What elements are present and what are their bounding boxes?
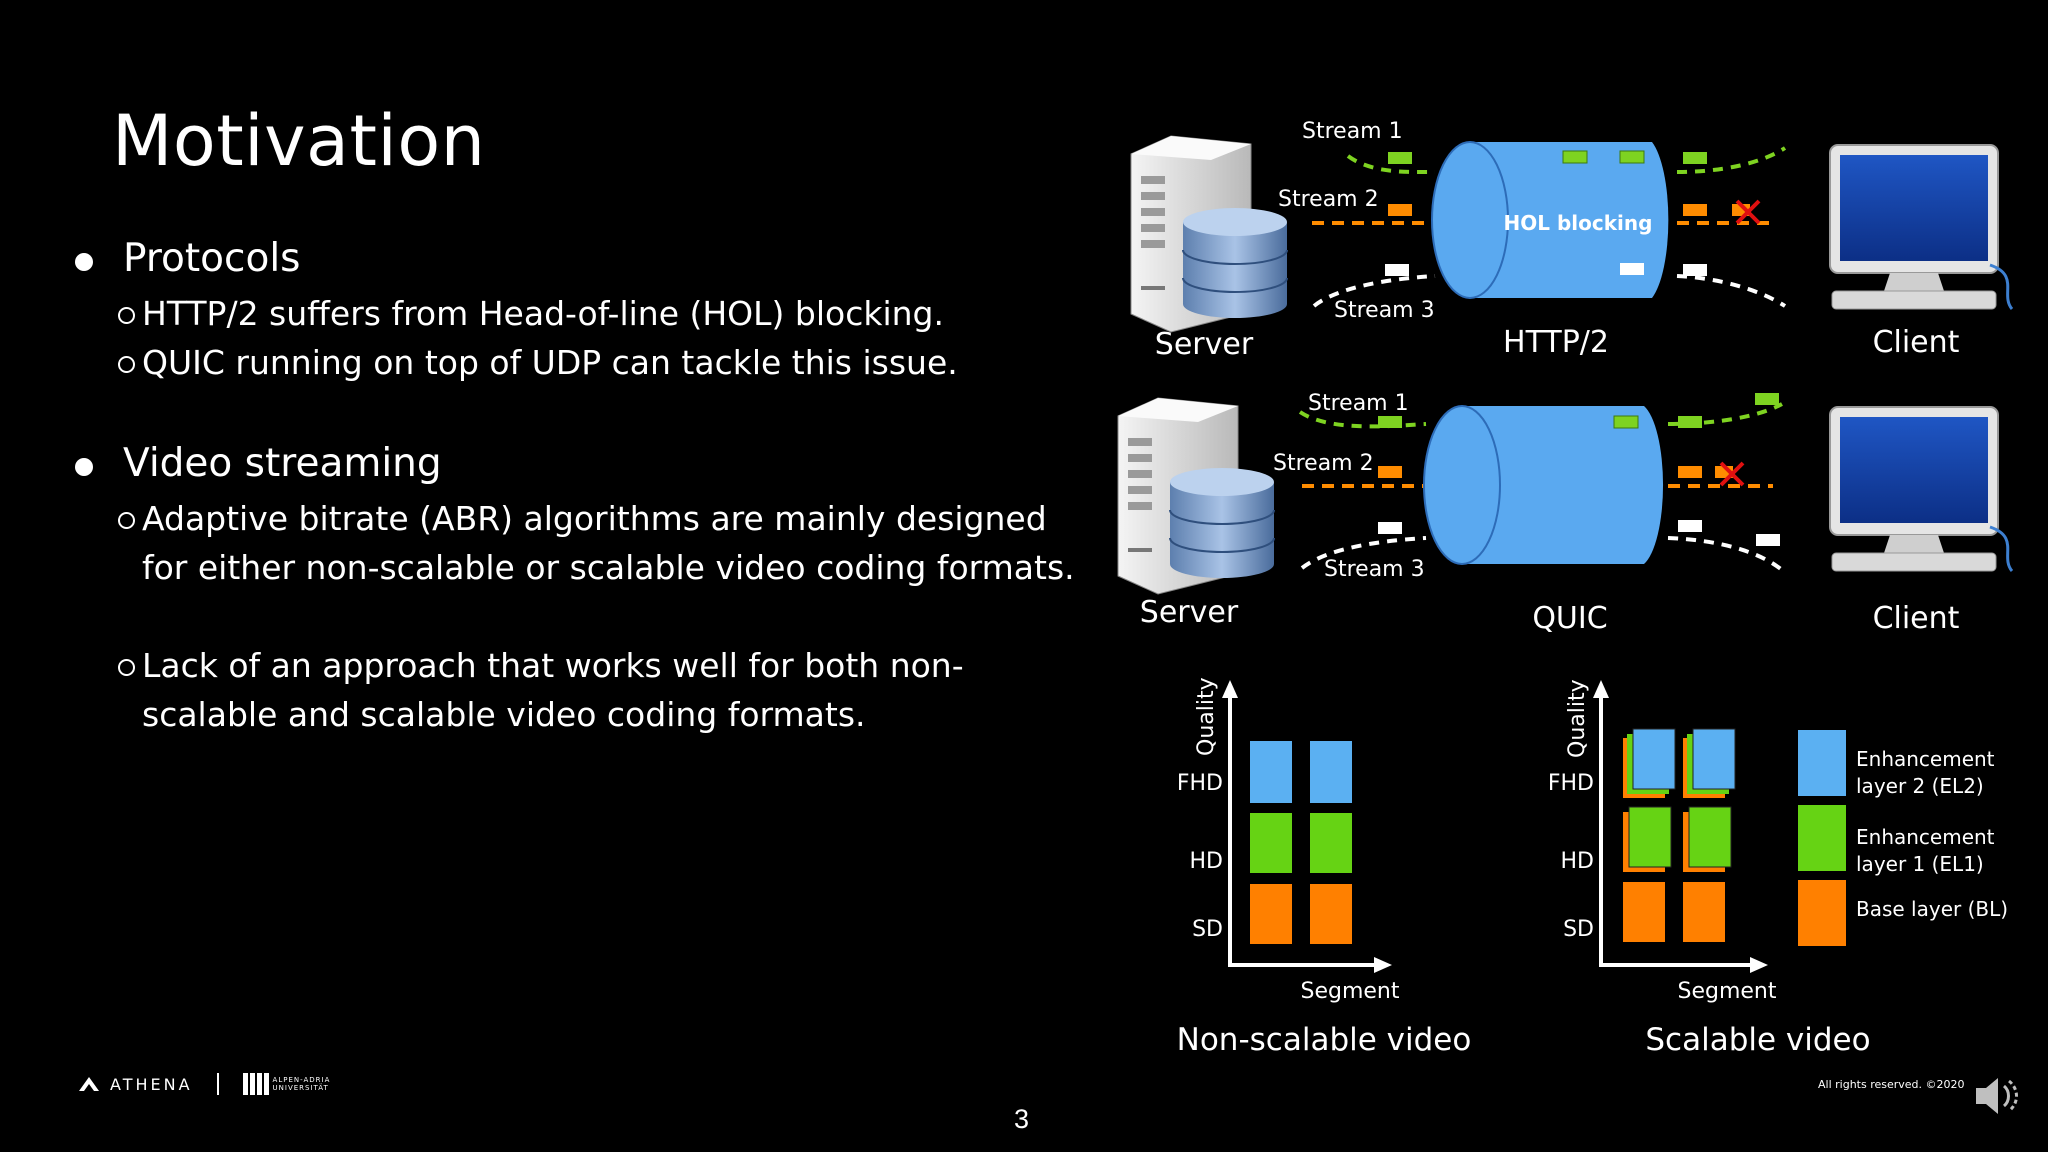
- legend-el1-line1: Enhancement: [1856, 825, 1995, 849]
- legend-swatch-bl: [1798, 880, 1846, 946]
- client-label: Client: [1873, 601, 1960, 636]
- footer-brand: ATHENA ALPEN-ADRIA UNIVERSITÄT: [78, 1073, 333, 1095]
- sub-bullet-text: Lack of an approach that works well for …: [142, 646, 964, 734]
- level-label-hd: HD: [1561, 849, 1594, 874]
- chart-caption-nonscalable: Non-scalable video: [1177, 1022, 1472, 1058]
- sub-bullet-circle: [118, 307, 135, 324]
- university-logo: ALPEN-ADRIA UNIVERSITÄT: [242, 1073, 333, 1095]
- protocol-label-http2: HTTP/2: [1503, 325, 1609, 360]
- monitor-icon: [1828, 405, 2014, 573]
- sub-bullet: Adaptive bitrate (ABR) algorithms are ma…: [118, 494, 1088, 592]
- stream-1-label: Stream 1: [1308, 391, 1409, 416]
- sub-bullet-text: HTTP/2 suffers from Head-of-line (HOL) b…: [142, 294, 944, 333]
- sub-bullet-circle: [118, 356, 135, 373]
- x-axis-label: Segment: [1301, 979, 1400, 1004]
- bullet-label: Protocols: [123, 236, 301, 281]
- legend-el1-line2: layer 1 (EL1): [1856, 852, 1984, 876]
- scalable-chart: Quality FHD HD SD Segment Scalable video: [1548, 679, 2008, 1058]
- bullet-dot: [75, 458, 93, 476]
- y-axis-label: Quality: [1565, 679, 1590, 758]
- monitor-icon: [1828, 143, 2014, 311]
- quic-row: Server Stream 1 Stream 2 Stream 3 QUI: [1117, 391, 2014, 636]
- level-label-hd: HD: [1190, 849, 1223, 874]
- sub-bullet: Lack of an approach that works well for …: [118, 641, 1088, 739]
- sub-bullet-circle: [118, 659, 135, 676]
- client-label: Client: [1873, 325, 1960, 360]
- stream-2-label: Stream 2: [1273, 451, 1374, 476]
- university-name: ALPEN-ADRIA UNIVERSITÄT: [272, 1076, 331, 1092]
- level-label-fhd: FHD: [1177, 771, 1223, 796]
- hol-blocking-label: HOL blocking: [1504, 211, 1653, 235]
- scalable-legend: Enhancement layer 2 (EL2) Enhancement la…: [1798, 730, 2008, 946]
- sub-bullet-text: Adaptive bitrate (ABR) algorithms are ma…: [142, 499, 1075, 587]
- sub-bullet: QUIC running on top of UDP can tackle th…: [118, 338, 1088, 387]
- nonscalable-chart: Quality FHD HD SD Segment Non-scalable v…: [1177, 677, 1472, 1058]
- http2-row: Server HOL blocking Stream 1 S: [1130, 119, 2014, 362]
- sub-bullet: HTTP/2 suffers from Head-of-line (HOL) b…: [118, 289, 1088, 338]
- level-label-sd: SD: [1192, 917, 1223, 942]
- legend-el2-line1: Enhancement: [1856, 747, 1995, 771]
- stream-3-label: Stream 3: [1334, 298, 1435, 323]
- x-axis-label: Segment: [1678, 979, 1777, 1004]
- legend-el2-line2: layer 2 (EL2): [1856, 774, 1984, 798]
- protocol-label-quic: QUIC: [1532, 601, 1607, 636]
- level-label-fhd: FHD: [1548, 771, 1594, 796]
- brand-name: ATHENA: [110, 1074, 193, 1094]
- bullet-protocols: Protocols: [75, 236, 300, 281]
- slide-title: Motivation: [112, 100, 486, 182]
- speaker-icon[interactable]: [1976, 1078, 2018, 1114]
- university-logo-icon: [242, 1073, 269, 1095]
- copyright-notice: All rights reserved. ©2020: [1818, 1078, 1965, 1091]
- legend-swatch-el1: [1798, 805, 1846, 871]
- stream-1-label: Stream 1: [1302, 119, 1403, 144]
- bullet-label: Video streaming: [123, 441, 442, 486]
- sub-bullet-text: QUIC running on top of UDP can tackle th…: [142, 343, 958, 382]
- bullet-video-streaming: Video streaming: [75, 441, 442, 486]
- page-number: 3: [1014, 1104, 1030, 1134]
- server-label: Server: [1155, 327, 1254, 362]
- legend-bl-label: Base layer (BL): [1856, 897, 2008, 921]
- y-axis-label: Quality: [1194, 677, 1219, 756]
- chart-caption-scalable: Scalable video: [1645, 1022, 1870, 1058]
- stream-3-label: Stream 3: [1324, 557, 1425, 582]
- footer-divider: [216, 1073, 219, 1095]
- server-label: Server: [1140, 595, 1239, 630]
- stream-2-label: Stream 2: [1278, 187, 1379, 212]
- athena-logo-icon: [79, 1077, 99, 1091]
- server-icon: [1117, 397, 1275, 595]
- server-icon: [1130, 135, 1288, 333]
- sub-bullet-circle: [118, 512, 135, 529]
- legend-swatch-el2: [1798, 730, 1846, 796]
- bullet-dot: [75, 253, 93, 271]
- level-label-sd: SD: [1563, 917, 1594, 942]
